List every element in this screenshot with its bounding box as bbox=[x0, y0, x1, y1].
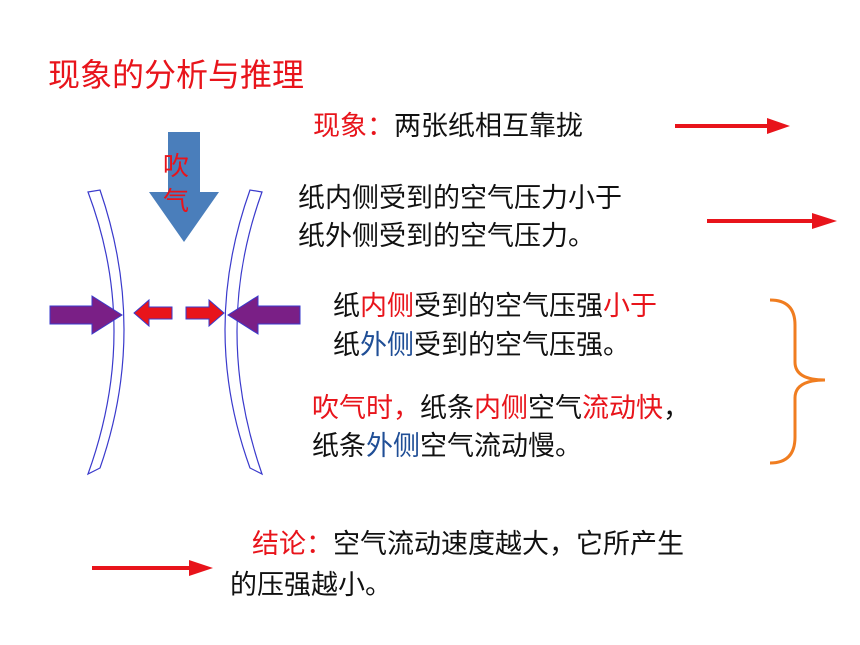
flow-l1-air: 空气 bbox=[528, 393, 582, 424]
flow-l1-inner: 内侧 bbox=[474, 393, 528, 424]
flow-line-1: 吹气时，纸条内侧空气流动快， bbox=[312, 392, 690, 426]
outer-force-arrow-right bbox=[227, 295, 301, 335]
force-line-1: 纸内侧受到的空气压力小于 bbox=[298, 183, 622, 214]
conclusion-line-1: 结论：空气流动速度越大，它所产生 bbox=[252, 528, 684, 562]
outer-force-arrow-left bbox=[49, 295, 123, 335]
phenomenon-arrow-head bbox=[767, 118, 790, 134]
inner-force-arrow-right bbox=[185, 298, 225, 328]
pressure-l2-part-a: 纸 bbox=[333, 330, 360, 361]
flow-l1-blowing: 吹气时， bbox=[312, 393, 420, 424]
pressure-line-1: 纸内侧受到的空气压强小于 bbox=[333, 290, 657, 324]
flow-l2-outer: 外侧 bbox=[366, 431, 420, 462]
phenomenon-text: 现象：两张纸相互靠拢 bbox=[313, 110, 583, 144]
flow-l1-comma: ， bbox=[663, 393, 690, 424]
pressure-l1-part-a: 纸 bbox=[333, 291, 360, 322]
flow-line-2: 纸条外侧空气流动慢。 bbox=[312, 430, 582, 464]
phenomenon-label: 现象： bbox=[313, 111, 394, 142]
pressure-l1-part-c: 受到的空气压强 bbox=[414, 291, 603, 322]
pressure-l2-outer: 外侧 bbox=[360, 330, 414, 361]
conclusion-line-2: 的压强越小。 bbox=[230, 570, 392, 601]
force-arrow-head bbox=[812, 213, 837, 229]
flow-l2-slow: 空气流动慢。 bbox=[420, 431, 582, 462]
flow-l1-strip: 纸条 bbox=[420, 393, 474, 424]
conclusion-arrow-head bbox=[189, 560, 213, 576]
blow-label-char-2: 气 bbox=[163, 187, 190, 217]
conclusion-label: 结论： bbox=[252, 529, 333, 560]
phenomenon-content: 两张纸相互靠拢 bbox=[394, 111, 583, 142]
force-line-2: 纸外侧受到的空气压力。 bbox=[298, 221, 595, 252]
right-paper-strip bbox=[224, 189, 264, 476]
pressure-l1-less: 小于 bbox=[603, 291, 657, 322]
blow-arrow bbox=[149, 132, 219, 242]
pressure-line-2: 纸外侧受到的空气压强。 bbox=[333, 329, 630, 363]
left-paper-strip bbox=[86, 189, 125, 476]
page-title: 现象的分析与推理 bbox=[48, 56, 305, 94]
pressure-l1-inner: 内侧 bbox=[360, 291, 414, 322]
pressure-l2-part-c: 受到的空气压强。 bbox=[414, 330, 630, 361]
flow-l1-fast: 流动快 bbox=[582, 393, 663, 424]
orange-brace bbox=[769, 298, 826, 465]
inner-force-arrow-left bbox=[133, 298, 173, 328]
conclusion-text-1: 空气流动速度越大，它所产生 bbox=[333, 529, 684, 560]
flow-l2-strip: 纸条 bbox=[312, 431, 366, 462]
blow-label-char-1: 吹 bbox=[163, 152, 190, 182]
